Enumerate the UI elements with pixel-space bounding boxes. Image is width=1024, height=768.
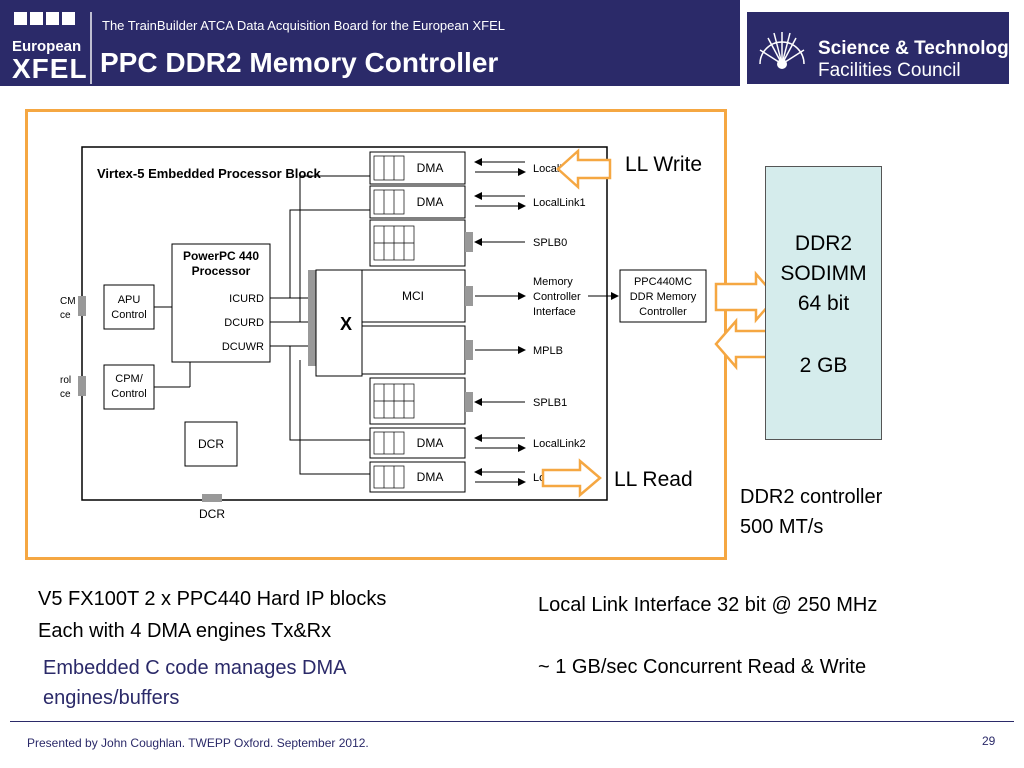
ll-write-label: LL Write	[625, 153, 703, 176]
dma-label-1: DMA	[417, 195, 444, 209]
mplb-box	[361, 325, 466, 375]
cpm-label-2: Control	[111, 388, 146, 400]
ppc440mc-label-3: Controller	[639, 306, 687, 318]
bullet-dma-engines: Each with 4 DMA engines Tx&Rx	[38, 620, 332, 642]
virtex5-block-title: Virtex-5 Embedded Processor Block	[97, 166, 322, 181]
left-cut-label-1b: ce	[60, 310, 71, 321]
dcr-port	[202, 494, 222, 502]
apu-box	[103, 284, 155, 330]
header-bar	[0, 0, 740, 86]
apu-label-2: Control	[111, 309, 146, 321]
ddr2-sodimm-box	[765, 166, 882, 440]
cpm-port	[78, 376, 86, 396]
splb0-label: SPLB0	[533, 237, 567, 249]
ll-read-arrow-icon	[541, 458, 602, 498]
locallink2-label: LocalLink2	[533, 438, 586, 450]
powerpc-label-2: Processor	[192, 264, 251, 278]
sodimm-label-4: 2 GB	[799, 354, 848, 377]
mem-if-label-2: Controller	[533, 291, 581, 303]
dma-column	[369, 151, 473, 493]
crossbar-ports	[308, 270, 316, 366]
footer-divider	[10, 721, 1014, 722]
dma-label-0: DMA	[417, 161, 444, 175]
cpm-label-1: CPM/	[115, 373, 143, 385]
left-cut-label-2b: ce	[60, 389, 71, 400]
dma-label-3: DMA	[417, 470, 444, 484]
mplb-label: MPLB	[533, 345, 563, 357]
left-cut-label-1a: CM	[60, 296, 76, 307]
slide-title: PPC DDR2 Memory Controller	[100, 47, 499, 78]
mem-if-label-3: Interface	[533, 306, 576, 318]
mci-label: MCI	[402, 289, 424, 303]
ppc440mc-label-1: PPC440MC	[634, 276, 692, 288]
bullet-local-link: Local Link Interface 32 bit @ 250 MHz	[538, 594, 878, 616]
footer-text: Presented by John Coughlan. TWEPP Oxford…	[27, 736, 369, 750]
bullet-bandwidth: ~ 1 GB/sec Concurrent Read & Write	[538, 656, 867, 678]
apu-label-1: APU	[118, 294, 141, 306]
left-cut-label-2a: rol	[60, 375, 71, 386]
mem-if-label-1: Memory	[533, 276, 573, 288]
logo-text-xfel: XFEL	[12, 53, 88, 84]
splb1-label: SPLB1	[533, 397, 567, 409]
sodimm-label-2: SODIMM	[780, 262, 867, 285]
apu-port	[78, 296, 86, 316]
stfc-logo-line1: Science & Technology	[818, 38, 1020, 59]
mci-box	[361, 269, 466, 323]
stfc-logo-line2: Facilities Council	[818, 60, 961, 81]
crossbar-box	[315, 269, 363, 377]
crossbar-label: X	[340, 314, 352, 334]
ll-write-arrow-icon	[556, 148, 612, 190]
cpm-box	[103, 364, 155, 410]
dcr-label: DCR	[198, 437, 224, 451]
ppc440mc-box	[619, 269, 707, 323]
logo-text-european: European	[12, 38, 82, 55]
powerpc-box	[171, 243, 271, 363]
logo-divider	[90, 12, 92, 84]
ppc440mc-label-2: DDR Memory	[630, 291, 697, 303]
dcr-box	[184, 421, 238, 467]
bullet-v5-fx100t: V5 FX100T 2 x PPC440 Hard IP blocks	[38, 588, 387, 610]
page-number: 29	[982, 734, 996, 748]
dma-label-2: DMA	[417, 436, 444, 450]
stfc-sunburst-icon	[759, 32, 805, 69]
dcurd-label: DCURD	[224, 317, 264, 329]
bullet-embedded-c-2: engines/buffers	[43, 687, 180, 709]
locallink1-label: LocalLink1	[533, 197, 586, 209]
powerpc-label-1: PowerPC 440	[183, 249, 259, 263]
dcr-bottom-label: DCR	[199, 507, 225, 521]
ddr2-controller-label: DDR2 controller	[740, 486, 883, 508]
sodimm-label-3: 64 bit	[797, 292, 850, 315]
ddr2-rate-label: 500 MT/s	[740, 516, 824, 538]
dcuwr-label: DCUWR	[222, 341, 264, 353]
sodimm-label-1: DDR2	[794, 232, 853, 255]
slide-subtitle: The TrainBuilder ATCA Data Acquisition B…	[102, 18, 505, 33]
icurd-label: ICURD	[229, 293, 264, 305]
ll-read-label: LL Read	[614, 468, 693, 491]
bullet-embedded-c-1: Embedded C code manages DMA	[43, 657, 347, 679]
